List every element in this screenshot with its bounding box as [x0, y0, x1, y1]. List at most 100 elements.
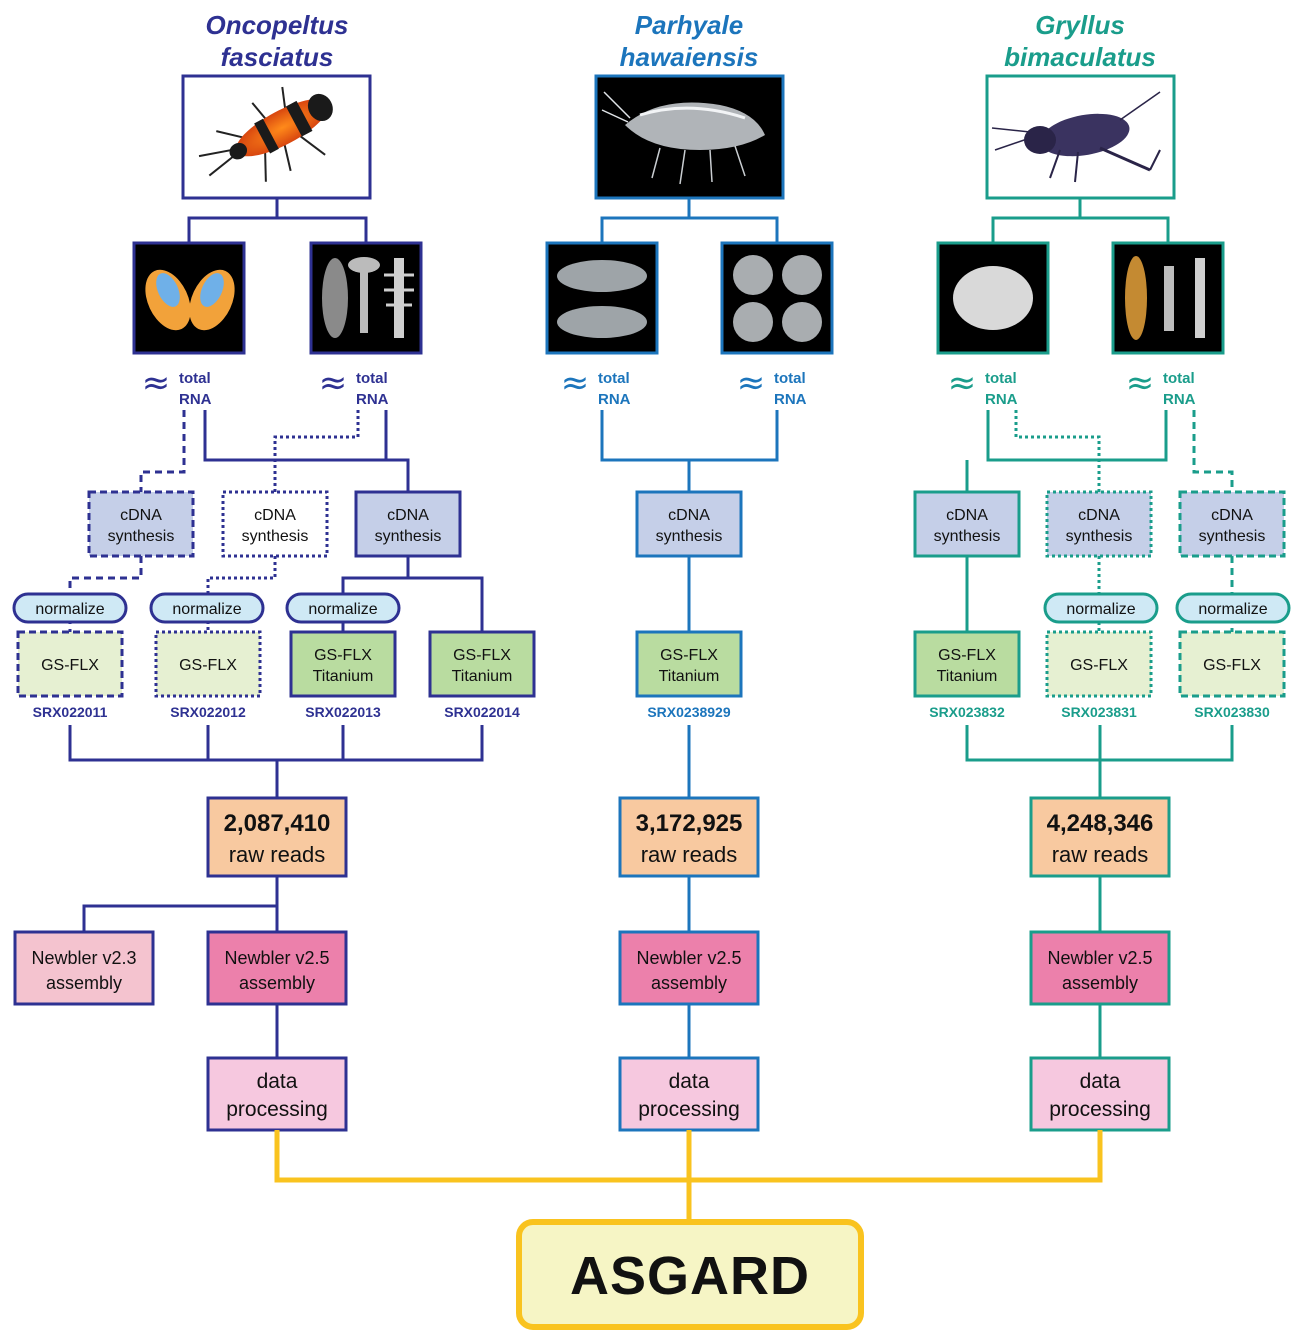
svg-text:fasciatus: fasciatus: [221, 42, 334, 72]
gsflx-box-g3: GS-FLX: [1178, 630, 1286, 698]
svg-text:GS-FLX: GS-FLX: [1203, 657, 1261, 674]
svg-text:synthesis: synthesis: [1199, 528, 1266, 545]
embryo-thumbnail-parhyale-1: [545, 241, 659, 355]
svg-text:cDNA: cDNA: [1211, 507, 1253, 524]
svg-text:GS-FLX: GS-FLX: [314, 647, 372, 664]
svg-text:≈: ≈: [1126, 363, 1155, 403]
svg-text:GS-FLX: GS-FLX: [41, 657, 99, 674]
svg-text:Newbler v2.5: Newbler v2.5: [1047, 948, 1152, 968]
gsflx-titanium-box-p1: GS-FLX Titanium: [635, 630, 743, 698]
svg-text:cDNA: cDNA: [120, 507, 162, 524]
milkweed-bug-photo: [181, 74, 372, 200]
svg-text:synthesis: synthesis: [242, 528, 309, 545]
svg-text:RNA: RNA: [598, 391, 631, 408]
total-rna-p1: ≈ total RNA: [561, 363, 631, 408]
svg-text:Titanium: Titanium: [313, 668, 374, 685]
svg-text:GS-FLX: GS-FLX: [453, 647, 511, 664]
cdna-boxes: cDNA synthesis cDNA synthesis cDNA synth…: [87, 490, 1286, 558]
normalize-pills: normalize normalize normalize normalize …: [12, 592, 1291, 624]
svg-text:≈: ≈: [319, 363, 348, 403]
svg-text:data: data: [1080, 1070, 1121, 1093]
svg-text:total: total: [179, 370, 211, 387]
svg-text:processing: processing: [226, 1098, 328, 1121]
gsflx-titanium-box-g1: GS-FLX Titanium: [913, 630, 1021, 698]
svg-text:≈: ≈: [737, 363, 766, 403]
total-rna-labels: ≈ total RNA ≈ total RNA ≈ total RNA ≈ to…: [142, 363, 1196, 408]
svg-text:RNA: RNA: [774, 391, 807, 408]
embryo-thumbnail-oncopeltus: [309, 241, 423, 355]
raw-reads-parhyale: 3,172,925 raw reads: [618, 796, 760, 878]
total-rna-p2: ≈ total RNA: [737, 363, 807, 408]
raw-reads-boxes: 2,087,410 raw reads 3,172,925 raw reads …: [206, 796, 1171, 878]
normalize-g2: normalize: [1043, 592, 1159, 624]
svg-text:RNA: RNA: [179, 391, 212, 408]
svg-text:cDNA: cDNA: [668, 507, 710, 524]
svg-text:Titanium: Titanium: [452, 668, 513, 685]
svg-text:normalize: normalize: [1198, 601, 1267, 618]
svg-text:bimaculatus: bimaculatus: [1004, 42, 1156, 72]
svg-text:normalize: normalize: [172, 601, 241, 618]
srx-to-reads-connectors: [68, 725, 1234, 798]
svg-text:assembly: assembly: [46, 973, 122, 993]
data-processing-boxes: data processing data processing data pro…: [206, 1056, 1171, 1132]
cdna-box-g2: cDNA synthesis: [1045, 490, 1153, 558]
svg-text:Newbler v2.5: Newbler v2.5: [224, 948, 329, 968]
svg-text:total: total: [985, 370, 1017, 387]
svg-text:raw reads: raw reads: [229, 842, 326, 867]
photo-branch-connectors: [187, 198, 1170, 243]
svg-text:cDNA: cDNA: [1078, 507, 1120, 524]
gsflx-box-g2: GS-FLX: [1045, 630, 1153, 698]
svg-text:data: data: [669, 1070, 710, 1093]
svg-text:GS-FLX: GS-FLX: [660, 647, 718, 664]
srx-o4: SRX022014: [444, 704, 520, 720]
svg-text:Newbler v2.5: Newbler v2.5: [636, 948, 741, 968]
svg-text:synthesis: synthesis: [108, 528, 175, 545]
svg-text:RNA: RNA: [356, 391, 389, 408]
svg-text:≈: ≈: [561, 363, 590, 403]
svg-text:Gryllus: Gryllus: [1035, 10, 1125, 40]
cdna-box-p1: cDNA synthesis: [635, 490, 743, 558]
svg-text:assembly: assembly: [1062, 973, 1138, 993]
cdna-box-o1: cDNA synthesis: [87, 490, 195, 558]
newbler-v25-parhyale: Newbler v2.5 assembly: [618, 930, 760, 1006]
svg-text:total: total: [774, 370, 806, 387]
embryo-thumbnail-parhyale-2: [720, 241, 834, 355]
svg-text:assembly: assembly: [239, 973, 315, 993]
srx-o2: SRX022012: [170, 704, 246, 720]
newbler-v23-oncopeltus: Newbler v2.3 assembly: [13, 930, 155, 1006]
svg-text:3,172,925: 3,172,925: [636, 810, 743, 837]
svg-text:total: total: [356, 370, 388, 387]
svg-text:normalize: normalize: [308, 601, 377, 618]
normalize-o3: normalize: [285, 592, 401, 624]
data-processing-oncopeltus: data processing: [206, 1056, 348, 1132]
svg-text:synthesis: synthesis: [375, 528, 442, 545]
svg-text:GS-FLX: GS-FLX: [179, 657, 237, 674]
svg-text:Newbler v2.3: Newbler v2.3: [31, 948, 136, 968]
cdna-box-g1: cDNA synthesis: [913, 490, 1021, 558]
svg-text:synthesis: synthesis: [934, 528, 1001, 545]
normalize-g3: normalize: [1175, 592, 1291, 624]
cdna-box-o3: cDNA synthesis: [354, 490, 462, 558]
assembly-to-processing-connectors: [275, 1004, 1102, 1058]
svg-text:2,087,410: 2,087,410: [224, 810, 331, 837]
svg-text:normalize: normalize: [35, 601, 104, 618]
total-rna-g1: ≈ total RNA: [948, 363, 1018, 408]
svg-text:RNA: RNA: [1163, 391, 1196, 408]
assembly-boxes: Newbler v2.3 assembly Newbler v2.5 assem…: [13, 930, 1171, 1006]
svg-text:4,248,346: 4,248,346: [1047, 810, 1154, 837]
svg-text:cDNA: cDNA: [254, 507, 296, 524]
svg-text:Titanium: Titanium: [937, 668, 998, 685]
gsflx-box-o2: GS-FLX: [154, 630, 262, 698]
svg-text:Titanium: Titanium: [659, 668, 720, 685]
gsflx-box-o1: GS-FLX: [16, 630, 124, 698]
newbler-v25-gryllus: Newbler v2.5 assembly: [1029, 930, 1171, 1006]
srx-g1: SRX023832: [929, 704, 1005, 720]
normalize-o2: normalize: [149, 592, 265, 624]
total-rna-o2: ≈ total RNA: [319, 363, 389, 408]
svg-text:≈: ≈: [142, 363, 171, 403]
svg-text:total: total: [598, 370, 630, 387]
svg-text:cDNA: cDNA: [387, 507, 429, 524]
srx-g2: SRX023831: [1061, 704, 1137, 720]
svg-text:processing: processing: [638, 1098, 740, 1121]
